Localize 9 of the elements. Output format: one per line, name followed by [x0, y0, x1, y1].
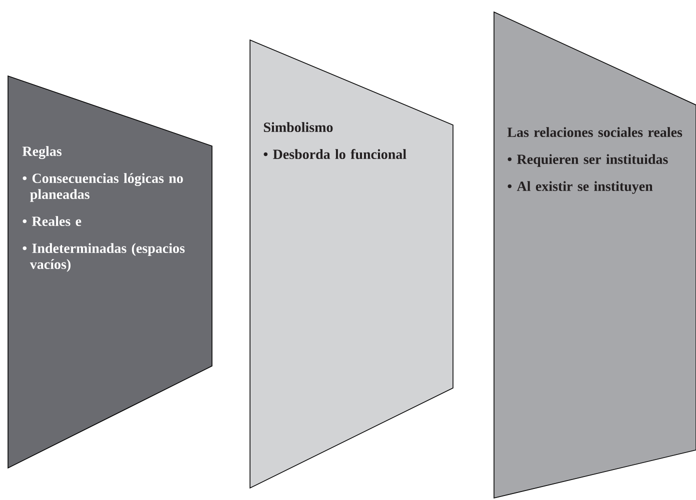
panel-heading: Reglas — [22, 146, 62, 159]
panel-heading: Simbolismo — [264, 122, 333, 132]
bullet-item: • Requieren ser instituidas — [508, 154, 668, 167]
bullet-item: • Al existir se instituyen — [508, 181, 653, 194]
bullet-item: • Desborda lo funcional — [264, 149, 406, 160]
bullet-item: • Indeterminadas (espacios vacíos) — [22, 243, 185, 272]
bullet-item: • Consecuencias lógicas no planeadas — [22, 173, 183, 202]
panel-heading: Las relaciones sociales reales — [507, 127, 682, 138]
bullet-item: • Reales e — [22, 216, 82, 226]
